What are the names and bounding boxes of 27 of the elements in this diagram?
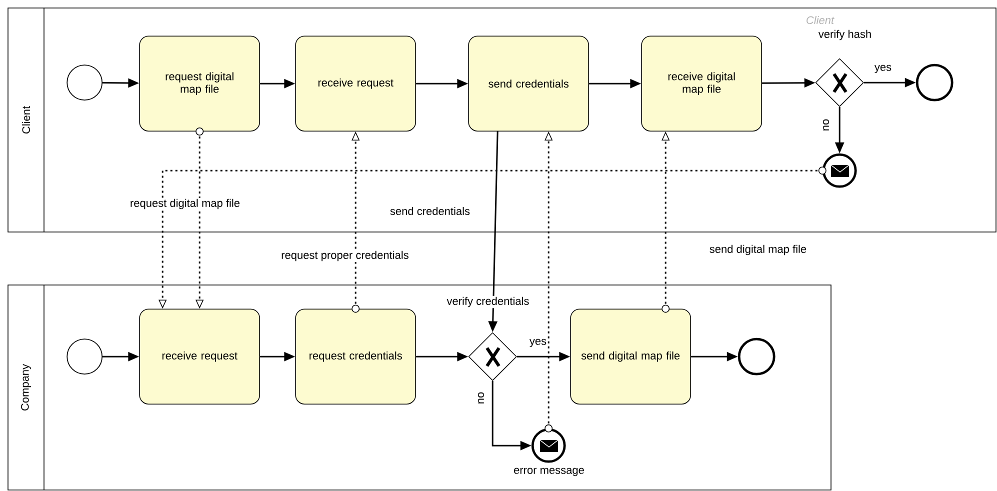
task-box: receive request	[139, 308, 260, 404]
edge-label: yes	[873, 64, 893, 74]
end-event	[916, 64, 954, 102]
task-box: request credentials	[295, 308, 416, 404]
gateway-diamond	[815, 58, 864, 107]
start-event	[66, 338, 103, 375]
event-label: verify hash	[817, 28, 873, 42]
edge-label: request digital map file	[128, 198, 242, 210]
end-event	[738, 338, 776, 376]
edge-label: yes	[528, 338, 548, 348]
message-end-event	[822, 153, 857, 188]
edge-label: send digital map file	[708, 244, 808, 256]
task-box: request digital map file	[139, 36, 260, 132]
event-label: verify credentials	[446, 296, 530, 308]
lane-label: Client	[806, 16, 834, 24]
start-event	[66, 64, 103, 101]
edge-label: no	[477, 390, 486, 406]
task-box: send credentials	[468, 36, 589, 132]
task-box: send digital map file	[570, 308, 691, 404]
message-end-event	[531, 428, 566, 463]
event-label: error message	[512, 466, 586, 478]
edge-label: request proper credentials	[280, 250, 410, 262]
edge-label: no	[822, 118, 830, 132]
task-box: receive request	[295, 36, 416, 132]
edge-label: send credentials	[388, 206, 472, 216]
gateway-diamond	[468, 332, 517, 381]
task-box: receive digital map file	[641, 36, 762, 132]
